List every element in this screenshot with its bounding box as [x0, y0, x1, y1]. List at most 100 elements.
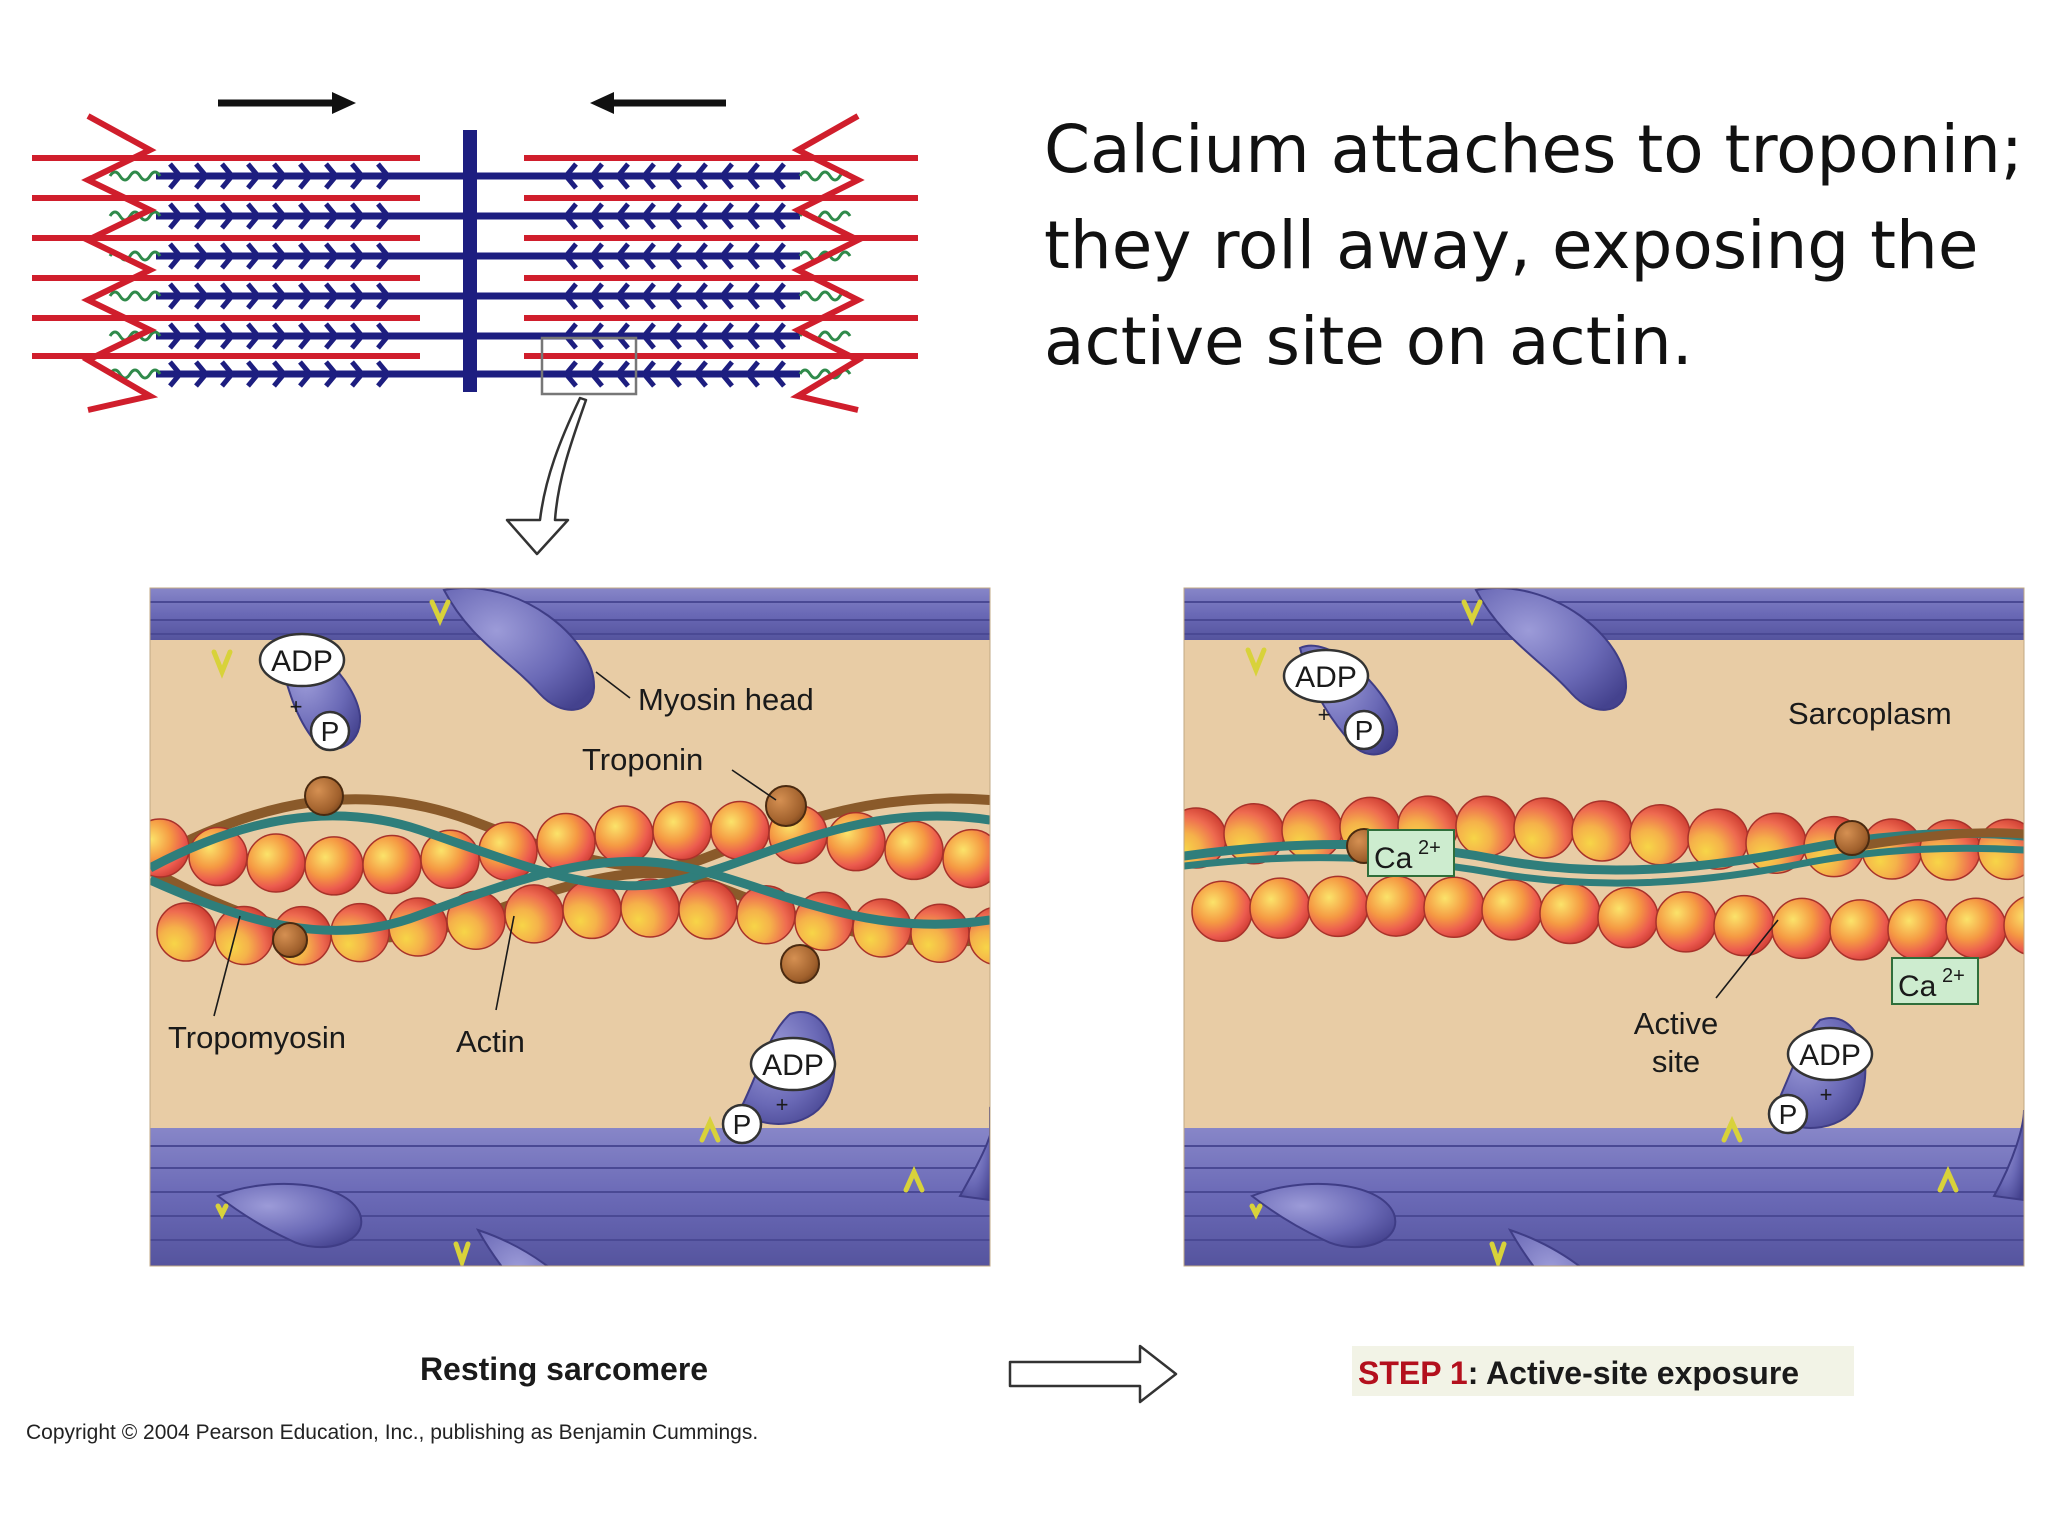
thin-filament-left: [150, 776, 990, 984]
cross-bridge: [168, 322, 184, 350]
active-site-exposure-panel: ADP P + ADP P + Ca 2+ Ca 2+ Sarco: [1183, 587, 2025, 1396]
sarcomere-schematic: [32, 92, 918, 556]
cross-bridge: [220, 322, 236, 350]
actin-label: Actin: [456, 1024, 525, 1059]
step-number: STEP 1: [1358, 1355, 1468, 1391]
actin-bead: [1423, 876, 1485, 939]
cross-bridge: [324, 202, 340, 230]
cross-bridge: [770, 202, 786, 230]
myosin-head-4: [1250, 1182, 1397, 1249]
cross-bridge: [614, 242, 630, 270]
calcium-badge-1: Ca 2+: [1367, 829, 1455, 877]
cross-bridge: [562, 282, 578, 310]
cross-bridge: [246, 282, 262, 310]
cross-bridge: [272, 322, 288, 350]
cross-bridge: [770, 242, 786, 270]
actin-bead: [304, 836, 364, 896]
step-arrow-icon: [1008, 1344, 1178, 1404]
cross-bridge: [718, 282, 734, 310]
cross-bridge: [718, 242, 734, 270]
titin-spring: [798, 290, 852, 302]
cross-bridge: [272, 360, 288, 388]
filament-row: [32, 275, 918, 310]
active-site-label-line-2: site: [1652, 1044, 1700, 1079]
cross-bridge: [376, 242, 392, 270]
cross-bridge: [692, 282, 708, 310]
actin-bead: [942, 828, 990, 889]
actin-bead: [1571, 800, 1633, 862]
actin-bead: [1713, 894, 1775, 957]
cross-bridge: [168, 202, 184, 230]
phosphate-label: P: [1355, 715, 1374, 746]
phosphate-label: P: [1779, 1099, 1798, 1130]
phosphate-label: P: [733, 1109, 752, 1140]
cross-bridge: [324, 242, 340, 270]
cross-bridge: [744, 242, 760, 270]
titin-spring: [108, 290, 162, 302]
hinge-marks: [211, 599, 925, 1266]
actin-bead: [156, 902, 216, 962]
cross-bridge: [376, 162, 392, 190]
cross-bridge: [298, 202, 314, 230]
cross-bridge: [376, 322, 392, 350]
actin-bead: [2003, 896, 2024, 955]
zoom-box: [540, 336, 638, 396]
calcium-charge: 2+: [1418, 837, 1441, 859]
cross-bridge: [324, 162, 340, 190]
actin-bead: [1629, 804, 1691, 866]
cross-bridge: [588, 360, 604, 388]
myosin-head-1: [1474, 588, 1628, 711]
actin-bead: [1281, 799, 1343, 861]
cross-bridge: [298, 322, 314, 350]
step-title: : Active-site exposure: [1468, 1355, 1799, 1391]
z-discs: [81, 113, 865, 413]
adp-badge-1: ADP: [1282, 648, 1370, 704]
phosphate-label: P: [321, 716, 340, 747]
adp-label: ADP: [1799, 1039, 1861, 1072]
actin-bead: [1307, 875, 1369, 938]
cross-bridge: [350, 322, 366, 350]
cross-bridge: [350, 242, 366, 270]
cross-bridge: [194, 242, 210, 270]
cross-bridge: [220, 242, 236, 270]
cross-bridge: [272, 202, 288, 230]
cross-bridge: [562, 360, 578, 388]
troponin-complex: [272, 776, 820, 984]
thick-filament-top: [150, 588, 990, 640]
titin-spring: [798, 170, 852, 182]
actin-bead: [504, 884, 564, 944]
copyright-notice: Copyright © 2004 Pearson Education, Inc.…: [26, 1421, 759, 1444]
cross-bridge: [744, 162, 760, 190]
calcium-charge: 2+: [1942, 965, 1965, 987]
cross-bridge: [168, 360, 184, 388]
cross-bridge: [614, 282, 630, 310]
resting-sarcomere-panel: ADP P + ADP P + Myosin head Troponin Tro…: [149, 587, 991, 1387]
heading-line-3: active site on actin.: [1044, 303, 1693, 380]
tropomyosin-strand: [150, 811, 990, 891]
actin-bead: [1539, 882, 1601, 945]
cross-bridge: [562, 202, 578, 230]
cross-bridge: [298, 282, 314, 310]
cross-bridge: [350, 282, 366, 310]
actin-bead: [246, 833, 306, 893]
cross-bridge: [744, 360, 760, 388]
cross-bridge: [376, 360, 392, 388]
actin-bead: [652, 800, 712, 861]
cross-bridge: [272, 282, 288, 310]
actin-bead: [1829, 899, 1891, 961]
cross-bridge: [666, 360, 682, 388]
myosin-head-4: [216, 1182, 363, 1249]
cross-bridge: [220, 282, 236, 310]
filament-row: [32, 353, 918, 388]
actin-bead: [1655, 891, 1717, 953]
cross-bridge: [614, 202, 630, 230]
titin-spring: [108, 210, 162, 222]
cross-bridge: [324, 322, 340, 350]
cross-bridge: [272, 162, 288, 190]
cross-bridge: [220, 360, 236, 388]
cross-bridge: [562, 242, 578, 270]
cross-bridge: [614, 162, 630, 190]
titin-spring: [108, 170, 162, 182]
calcium-label: Ca: [1374, 842, 1413, 875]
adp-label: ADP: [271, 645, 333, 678]
